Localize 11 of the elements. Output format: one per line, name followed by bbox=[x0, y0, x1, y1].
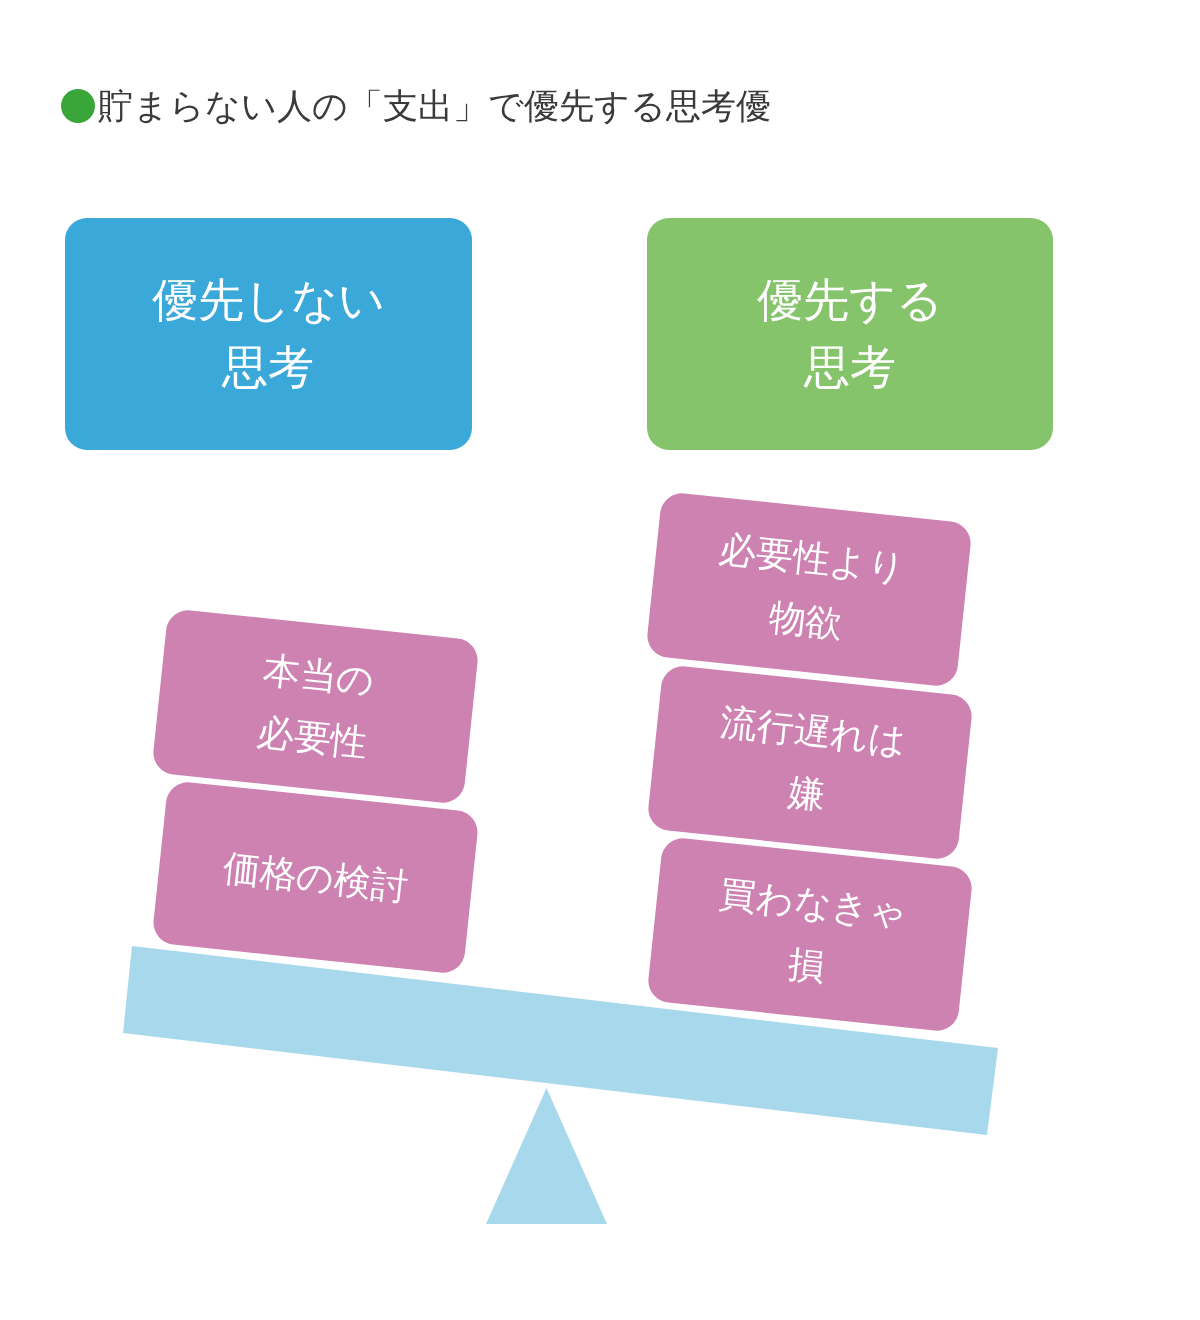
fulcrum-triangle bbox=[486, 1088, 607, 1224]
block-text: 本当の必要性 bbox=[253, 647, 378, 766]
heading-box bbox=[64, 218, 472, 450]
block-text: 買わなきゃ損 bbox=[715, 871, 911, 990]
heading-text: 優先する思考 bbox=[756, 272, 944, 396]
block-text: 価格の検討 bbox=[219, 844, 411, 911]
block-text: 流行遅れは嫌 bbox=[716, 699, 910, 818]
block-text: 必要性より物欲 bbox=[715, 526, 909, 647]
heading-text: 優先しない思考 bbox=[150, 272, 386, 396]
heading-box bbox=[647, 218, 1053, 450]
title: 貯まらない人の「支出」で優先する思考優 bbox=[98, 86, 771, 126]
